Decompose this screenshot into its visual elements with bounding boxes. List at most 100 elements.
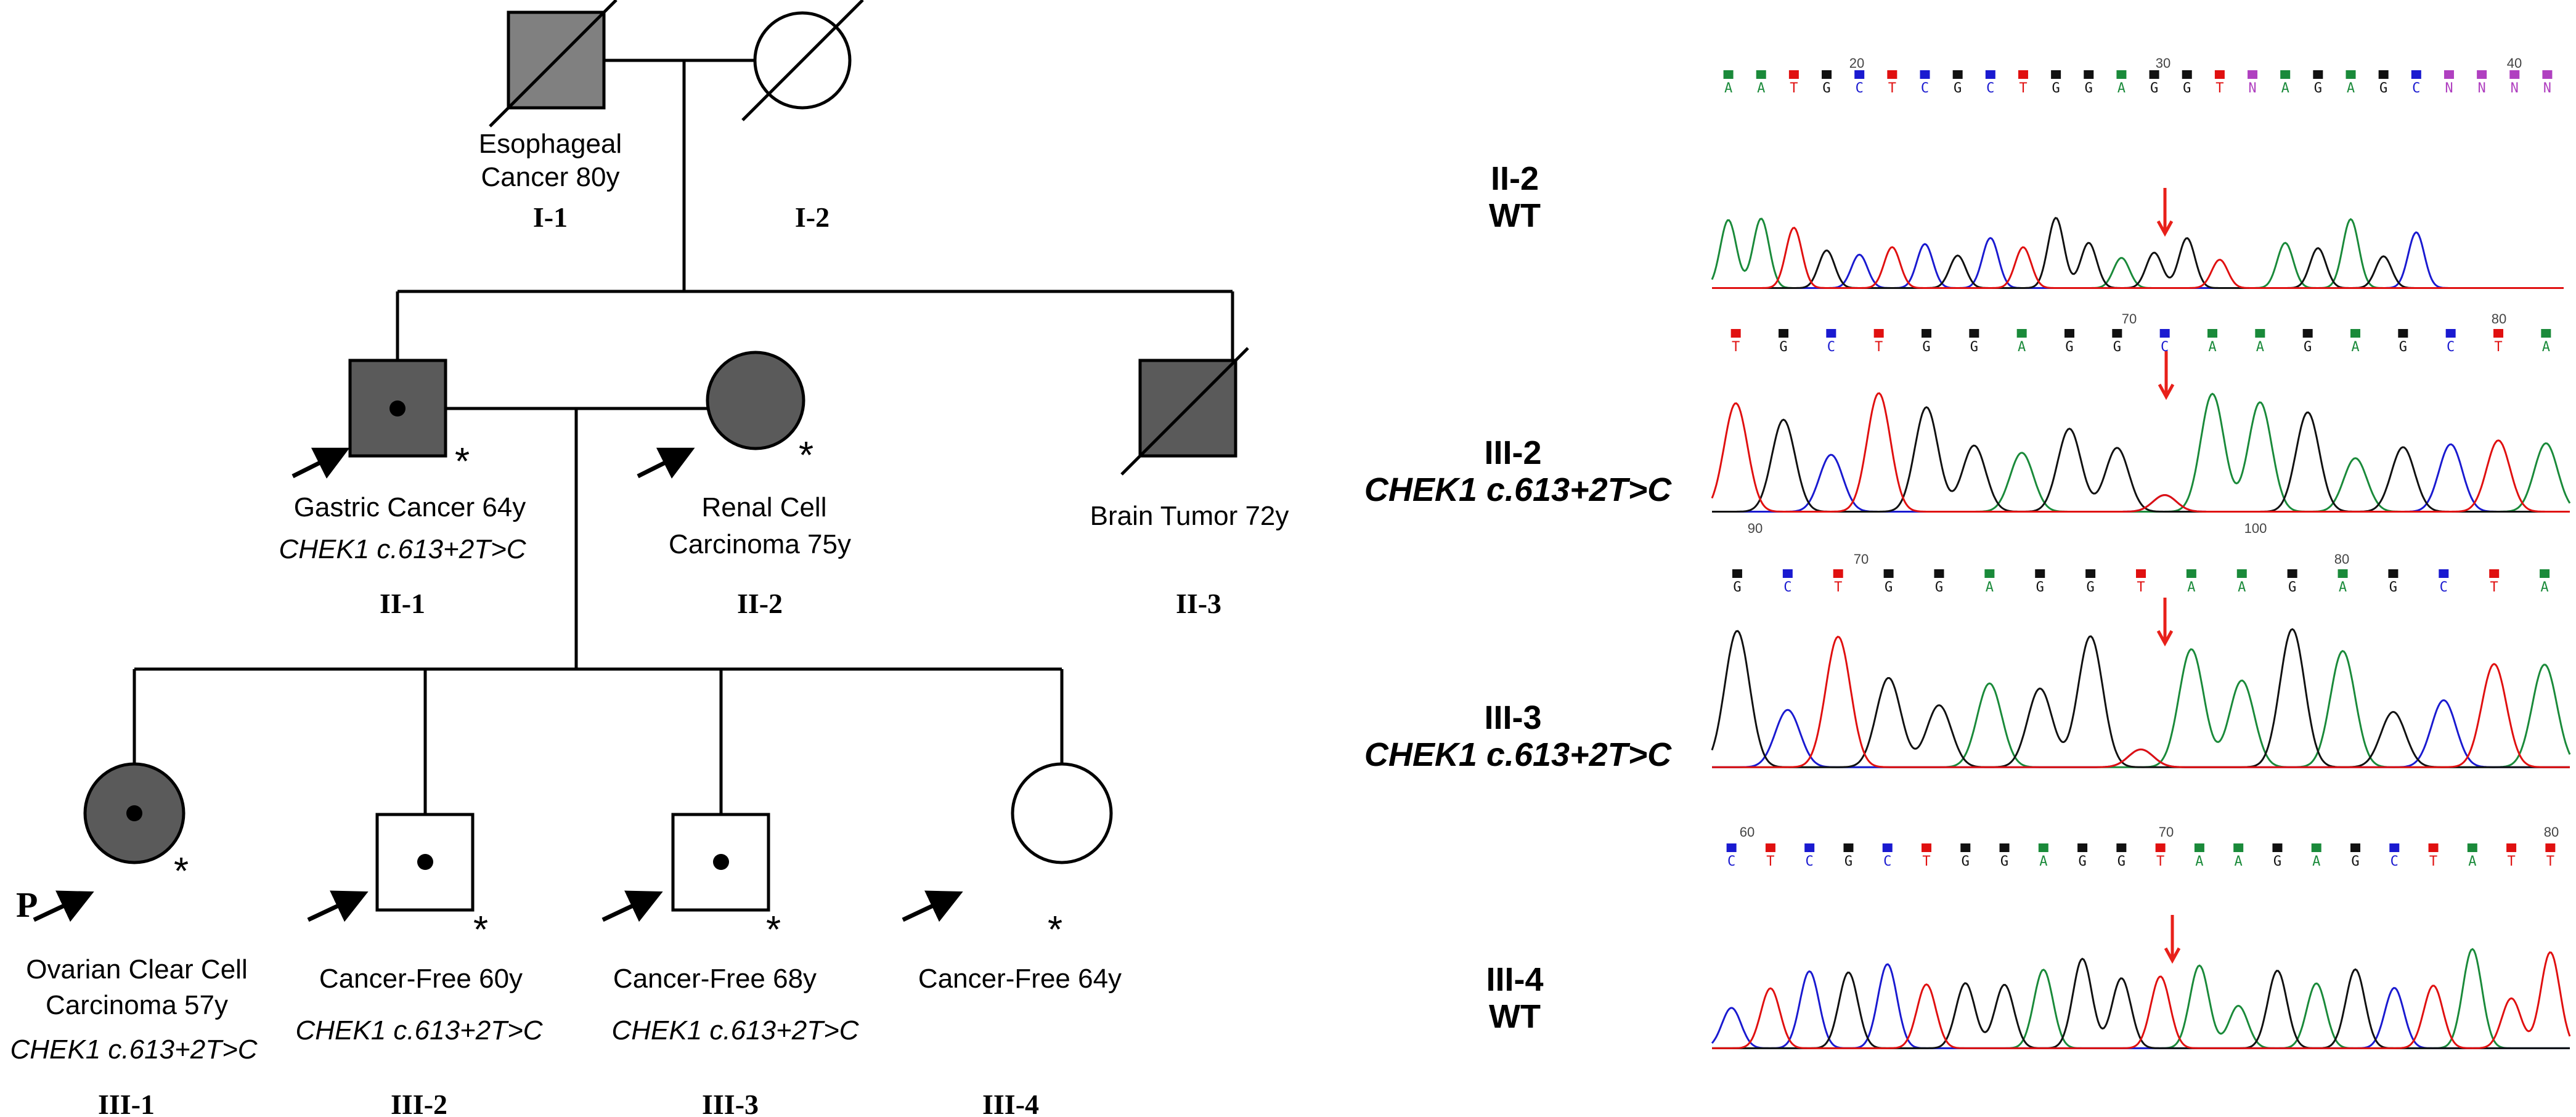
base-quality-box: [2445, 329, 2456, 338]
base-call: T: [2507, 854, 2515, 869]
base-quality-box: [2186, 569, 2196, 578]
base-quality-box: [2182, 70, 2192, 79]
id-I-1: I-1: [533, 201, 568, 233]
base-call: G: [2065, 339, 2073, 355]
sample-label-0: II-2: [1491, 160, 1539, 197]
id-II-2: II-2: [737, 588, 783, 619]
id-I-2: I-2: [795, 201, 829, 233]
base-call: T: [2156, 854, 2164, 869]
base-call: A: [2540, 580, 2548, 595]
base-quality-box: [2444, 70, 2454, 79]
id-III-1: III-1: [98, 1089, 155, 1117]
individual-I-2: [741, 0, 864, 121]
base-call: A: [2195, 854, 2203, 869]
base-quality-box: [1723, 70, 1734, 79]
base-call: A: [2468, 854, 2476, 869]
asterisk-iii3: *: [766, 909, 781, 951]
base-call: A: [2351, 339, 2359, 355]
base-quality-box: [2545, 843, 2556, 852]
base-call: T: [1834, 580, 1842, 595]
pedigree-labels: Esophageal Cancer 80y I-1 I-2 Gastric Ca…: [10, 129, 1289, 1117]
position-number: 20: [1849, 55, 1864, 71]
base-quality-box: [2064, 329, 2074, 338]
base-quality-box: [1726, 843, 1737, 852]
base-call: G: [2078, 854, 2086, 869]
base-call: G: [1733, 580, 1741, 595]
base-quality-box: [2388, 569, 2399, 578]
base-call: T: [1922, 854, 1930, 869]
arrow-iii3: [601, 890, 663, 922]
position-number: 80: [2492, 311, 2506, 327]
base-quality-box: [2287, 569, 2297, 578]
base-quality-box: [2540, 569, 2550, 578]
base-call: C: [1883, 854, 1891, 869]
id-III-4: III-4: [982, 1089, 1039, 1117]
base-quality-box: [1782, 569, 1793, 578]
arrow-iii1: [33, 890, 94, 922]
base-call: G: [2117, 854, 2126, 869]
base-call: N: [2477, 81, 2485, 96]
base-quality-box: [1804, 843, 1815, 852]
base-quality-box: [1969, 329, 1979, 338]
trace-T: [1712, 951, 2571, 1049]
carrier-dot: [389, 400, 406, 416]
arrow-ii1: [291, 447, 350, 479]
carrier-asterisks: * * * * * *: [174, 434, 1062, 951]
base-call: C: [1986, 81, 1994, 96]
female-symbol: [1011, 762, 1113, 864]
label-I-1-line1: Esophageal: [479, 129, 622, 159]
trace-G: [1712, 216, 2564, 289]
base-quality-box: [2542, 70, 2553, 79]
base-quality-box: [1960, 843, 1971, 852]
base-quality-box: [1873, 329, 1884, 338]
base-quality-box: [2255, 329, 2265, 338]
base-call: A: [2208, 339, 2216, 355]
base-call: C: [1827, 339, 1835, 355]
base-call: G: [1822, 81, 1830, 96]
variant-arrow-head: [2158, 383, 2175, 400]
base-call: G: [2288, 580, 2296, 595]
base-quality-box: [2378, 70, 2389, 79]
arrow-iii2: [307, 890, 369, 922]
individual-III-2: [375, 813, 475, 912]
base-call: T: [1875, 339, 1883, 355]
base-call: G: [1922, 339, 1930, 355]
base-call: G: [2351, 854, 2359, 869]
base-call: G: [1962, 854, 1970, 869]
position-number: 70: [2122, 311, 2137, 327]
base-quality-box: [2112, 329, 2122, 338]
arrow-ii2: [637, 447, 695, 479]
base-call: A: [2235, 854, 2243, 869]
base-quality-box: [2541, 329, 2551, 338]
base-call: G: [1935, 580, 1943, 595]
base-call: C: [1856, 81, 1864, 96]
base-quality-box: [2346, 70, 2356, 79]
position-number: 100: [2244, 521, 2267, 536]
label-III-1-line1: Ovarian Clear Cell: [26, 954, 247, 985]
base-call: G: [2314, 81, 2322, 96]
trace-T: [1712, 635, 2570, 768]
base-call: G: [1970, 339, 1978, 355]
base-call: C: [2447, 339, 2455, 355]
label-I-1-line2: Cancer 80y: [481, 162, 619, 192]
genotype-label-0: WT: [1489, 197, 1541, 234]
label-II-1-line1: Gastric Cancer 64y: [294, 492, 526, 522]
base-quality-box: [2350, 329, 2360, 338]
sequencing-panel: II-2 WT III-2 CHEK1 c.613+2T>C III-3 CHE…: [1364, 55, 2571, 1049]
base-quality-box: [2207, 329, 2217, 338]
trace-C: [1712, 699, 2570, 768]
base-call: A: [2281, 81, 2289, 96]
base-quality-box: [2159, 329, 2170, 338]
base-quality-box: [1854, 70, 1865, 79]
position-number: 80: [2544, 824, 2559, 840]
position-number: 60: [1740, 824, 1755, 840]
asterisk-iii4: *: [1048, 909, 1062, 951]
base-call: T: [2546, 854, 2554, 869]
base-quality-box: [2018, 70, 2028, 79]
position-number: 70: [1854, 551, 1869, 567]
trace-G: [1711, 628, 2570, 768]
pedigree-lines: [132, 59, 1234, 814]
base-quality-box: [2313, 70, 2323, 79]
base-call: G: [1779, 339, 1787, 355]
base-call: C: [2440, 580, 2448, 595]
